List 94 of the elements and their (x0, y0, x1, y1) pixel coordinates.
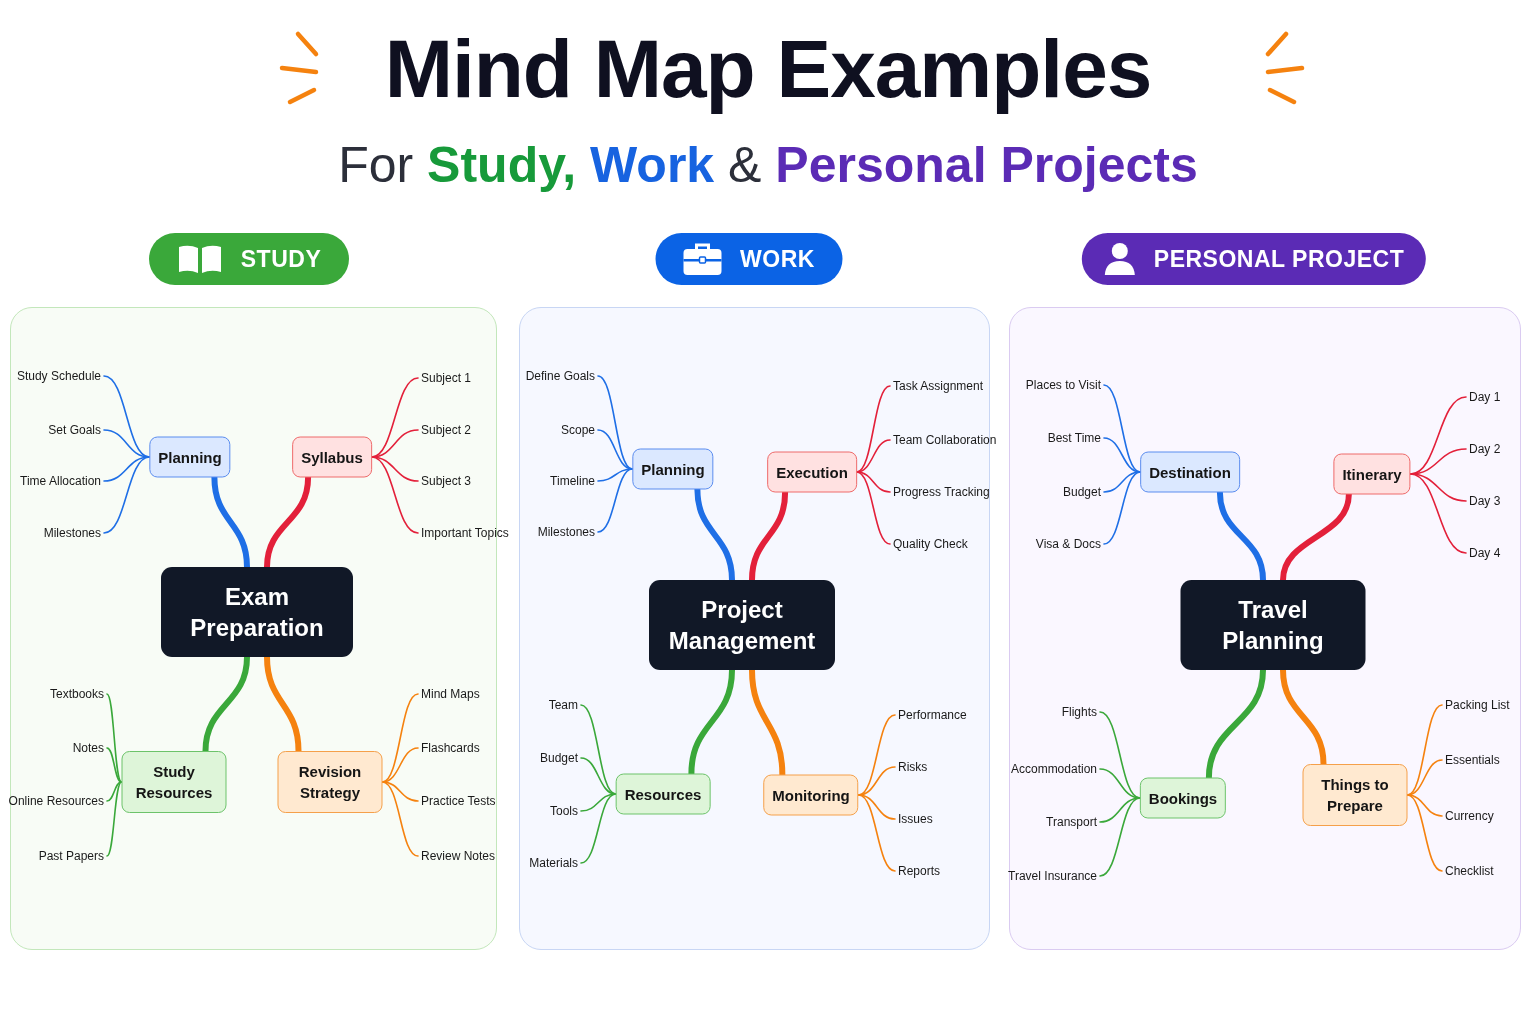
topic-label: Important Topics (418, 524, 512, 542)
branch-line (1099, 797, 1141, 877)
branch-line (856, 385, 891, 473)
topic-label: Subject 2 (418, 421, 475, 439)
panel-heading: PERSONAL PROJECT (1153, 245, 1405, 273)
central-topic-box: Project Management (649, 580, 835, 670)
branch-line (580, 704, 617, 795)
topic-label: Day 1 (1466, 388, 1504, 406)
topic-label: Milestones (40, 524, 104, 542)
branch-line (1406, 794, 1443, 817)
topic-label: Materials (526, 854, 581, 872)
branch-line (381, 781, 419, 857)
topic-label: Flashcards (418, 739, 483, 757)
branch-line (1280, 667, 1327, 767)
branch-line (106, 781, 123, 802)
branch-line (106, 781, 123, 857)
subtopic-box: Revision Strategy (277, 751, 383, 813)
topic-label: Day 3 (1466, 492, 1504, 510)
topic-label: Mind Maps (418, 685, 483, 703)
subtopic-box: Destination (1140, 451, 1240, 493)
branch-line (106, 747, 123, 783)
topic-label: Checklist (1442, 862, 1497, 880)
central-topic-box: Exam Preparation (161, 567, 353, 657)
branch-line (597, 468, 634, 533)
topic-label: Study Schedule (13, 367, 104, 385)
topic-label: Past Papers (35, 847, 107, 865)
topic-label: Subject 3 (418, 472, 475, 490)
branch-line (1406, 794, 1443, 872)
subtopic-box: Monitoring (763, 774, 859, 816)
topic-label: Tools (547, 802, 581, 820)
branch-line (1103, 471, 1141, 493)
panel-heading: STUDY (240, 245, 322, 273)
title: Mind Map Examples (384, 23, 1152, 114)
topic-label: Scope (557, 421, 598, 439)
branch-line (580, 793, 617, 864)
topic-label: Visa & Docs (1032, 535, 1104, 553)
branch-line (371, 456, 419, 534)
topic-label: Essentials (1442, 751, 1503, 769)
topic-label: Budget (1059, 483, 1104, 501)
topic-label: Time Allocation (17, 472, 104, 490)
topic-label: Practice Tests (418, 792, 499, 810)
topic-label: Travel Insurance (1005, 867, 1100, 885)
topic-label: Best Time (1044, 429, 1104, 447)
branch-line (1103, 471, 1141, 545)
topic-label: Currency (1442, 807, 1497, 825)
branch-line (856, 471, 891, 493)
branch-line (857, 794, 896, 872)
subtopic-box: Planning (632, 448, 714, 490)
topic-label: Timeline (547, 472, 598, 490)
subtopic-box: Execution (767, 451, 857, 493)
topic-label: Performance (895, 706, 970, 724)
central-topic-box: Travel Planning (1180, 580, 1366, 670)
topic-label: Notes (69, 739, 107, 757)
topic-label: Day 4 (1466, 544, 1504, 562)
topic-label: Issues (895, 810, 936, 828)
topic-label: Subject 1 (418, 369, 475, 387)
topic-label: Team Collaboration (890, 431, 1000, 449)
branch-line (857, 794, 896, 820)
topic-label: Places to Visit (1022, 376, 1104, 394)
branch-line (103, 456, 151, 534)
subtopic-box: Study Resources (121, 751, 227, 813)
topic-label: Packing List (1442, 696, 1513, 714)
topic-label: Set Goals (45, 421, 104, 439)
topic-label: Milestones (534, 523, 598, 541)
branch-line (264, 654, 302, 754)
topic-label: Day 2 (1466, 440, 1504, 458)
branch-line (1409, 473, 1467, 554)
topic-label: Review Notes (418, 847, 499, 865)
subtopic-box: Bookings (1139, 777, 1227, 819)
subtopic-box: Syllabus (292, 436, 372, 478)
subtitle: For Study, Work & Personal Projects (338, 137, 1198, 193)
subtopic-box: Things to Prepare (1302, 764, 1408, 826)
topic-label: Progress Tracking (890, 483, 993, 501)
subtopic-box: Itinerary (1333, 453, 1411, 495)
topic-label: Textbooks (46, 685, 107, 703)
branch-line (106, 693, 123, 783)
topic-label: Task Assignment (890, 377, 987, 395)
branch-line (580, 793, 617, 812)
topic-label: Budget (536, 749, 581, 767)
topic-label: Flights (1058, 703, 1100, 721)
subtopic-box: Planning (149, 436, 231, 478)
topic-label: Transport (1043, 813, 1100, 831)
branch-line (202, 654, 250, 754)
branch-line (856, 471, 891, 545)
topic-label: Team (545, 696, 581, 714)
topic-label: Reports (895, 862, 944, 880)
topic-label: Risks (895, 758, 931, 776)
topic-label: Online Resources (5, 792, 107, 810)
branch-line (1103, 384, 1141, 473)
topic-label: Define Goals (522, 367, 598, 385)
panel-heading: WORK (740, 245, 815, 273)
topic-label: Quality Check (890, 535, 971, 553)
topic-label: Accommodation (1007, 760, 1100, 778)
subtopic-box: Resources (615, 773, 711, 815)
